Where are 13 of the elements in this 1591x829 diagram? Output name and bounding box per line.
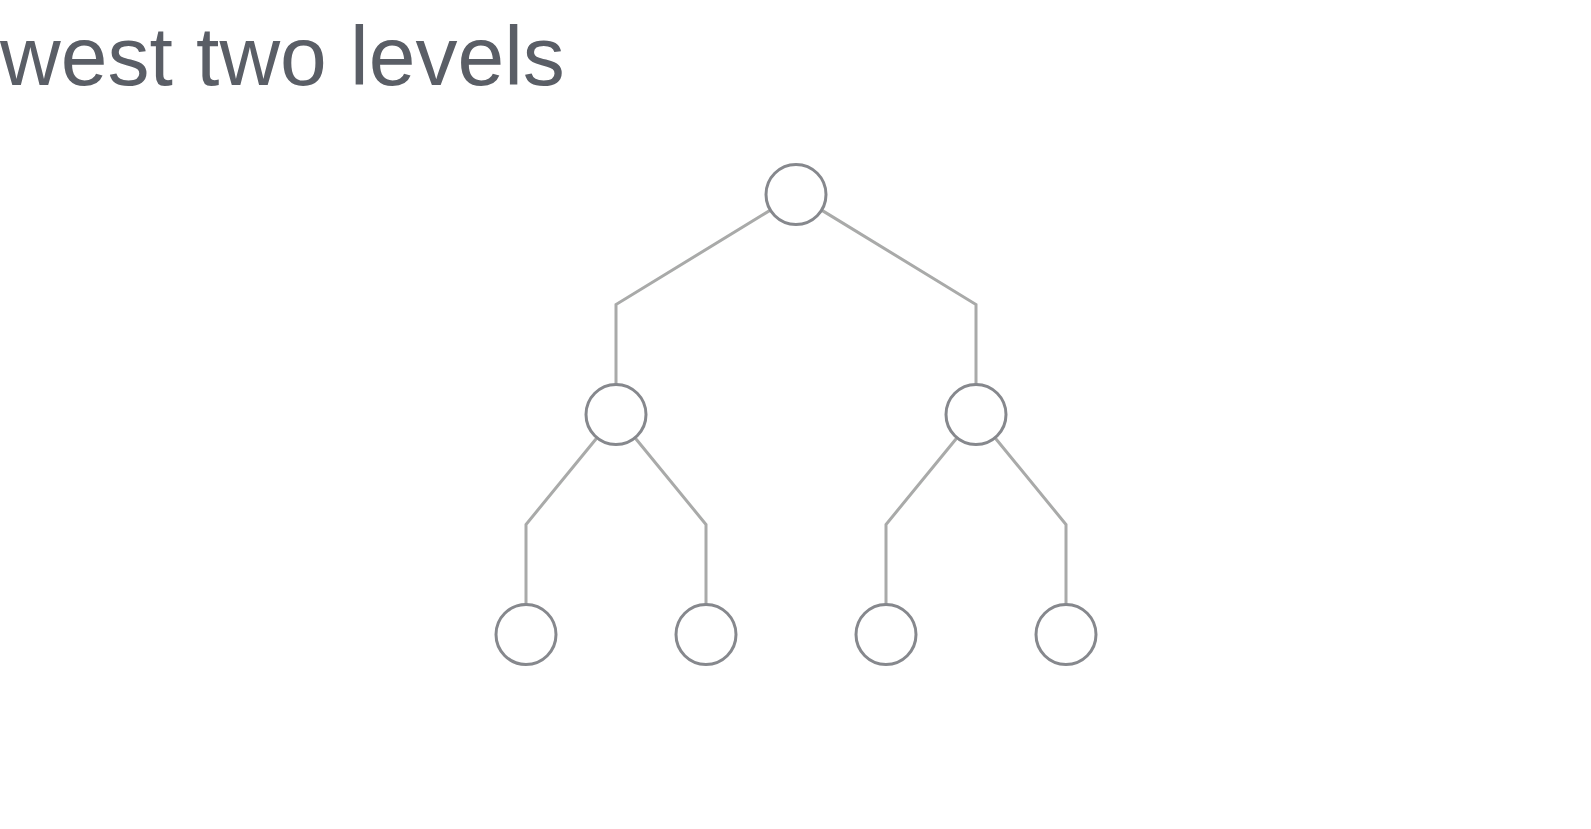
node-circle [674, 603, 737, 666]
connector [633, 436, 707, 605]
node-circle [764, 163, 827, 226]
connector [614, 208, 771, 385]
node-circle [944, 383, 1007, 446]
connector [820, 208, 977, 385]
node-circle [854, 603, 917, 666]
connector [524, 436, 598, 605]
connector [884, 436, 958, 605]
connector [993, 436, 1067, 605]
node-circle [1034, 603, 1097, 666]
node-circle [584, 383, 647, 446]
node-circle [494, 603, 557, 666]
